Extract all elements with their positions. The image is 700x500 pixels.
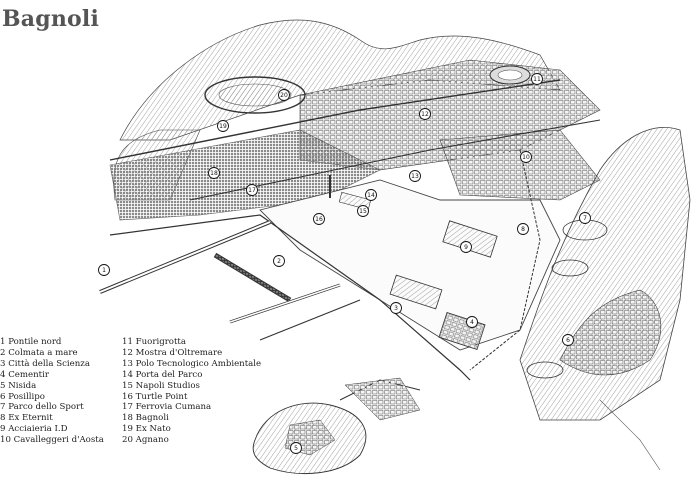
- svg-text:1: 1: [102, 267, 106, 274]
- svg-text:13: 13: [411, 173, 419, 180]
- svg-text:3: 3: [394, 305, 398, 312]
- legend-item: 5 Nisida: [0, 380, 37, 391]
- park-oval-3: [526, 361, 564, 379]
- coastline: [109, 214, 471, 381]
- racetrack: [204, 76, 306, 114]
- marker-19[interactable]: 19: [217, 120, 229, 132]
- legend-item: 18 Bagnoli: [122, 413, 169, 424]
- legend-item: 14 Porta del Parco: [122, 369, 203, 380]
- legend-item: 1 Pontile nord: [0, 337, 62, 347]
- legend-item: 7 Parco dello Sport: [0, 402, 84, 413]
- svg-text:7: 7: [583, 215, 587, 222]
- map-markers: 1 2 3 4 5 6 7 8 9 10 11 12 13 14 15 16 1…: [98, 73, 591, 454]
- svg-text:5: 5: [294, 445, 298, 452]
- legend-item: 15 Napoli Studios: [122, 380, 200, 391]
- park-oval-2: [551, 259, 589, 277]
- svg-text:17: 17: [248, 187, 256, 194]
- marker-9[interactable]: 9: [460, 241, 472, 253]
- main-road: [109, 79, 561, 161]
- legend-item: 19 Ex Nato: [122, 424, 171, 435]
- marker-13[interactable]: 13: [409, 170, 421, 182]
- svg-text:16: 16: [315, 216, 323, 223]
- svg-text:4: 4: [470, 319, 474, 326]
- svg-text:18: 18: [210, 170, 218, 177]
- legend-item: 12 Mostra d'Oltremare: [122, 347, 223, 358]
- svg-text:20: 20: [280, 92, 288, 99]
- svg-text:14: 14: [367, 192, 375, 199]
- legend-item: 13 Polo Tecnologico Ambientale: [122, 358, 262, 369]
- brownfield-park: [259, 179, 561, 351]
- marker-15[interactable]: 15: [357, 205, 369, 217]
- legend-column-1: 1 Pontile nord 2 Colmata a mare 3 Città …: [0, 337, 118, 446]
- marker-4[interactable]: 4: [466, 316, 478, 328]
- legend-item: 3 Città della Scienza: [0, 358, 90, 369]
- legend-item: 17 Ferrovia Cumana: [122, 402, 212, 413]
- marker-2[interactable]: 2: [273, 255, 285, 267]
- marker-20[interactable]: 20: [278, 89, 290, 101]
- svg-text:10: 10: [522, 154, 530, 161]
- svg-text:2: 2: [277, 258, 281, 265]
- marker-18[interactable]: 18: [208, 167, 220, 179]
- marker-8[interactable]: 8: [517, 223, 529, 235]
- svg-text:15: 15: [359, 208, 367, 215]
- legend-item: 9 Acciaieria I.D: [0, 424, 68, 435]
- marker-14[interactable]: 14: [365, 189, 377, 201]
- marker-16[interactable]: 16: [313, 213, 325, 225]
- legend-item: 10 Cavalleggeri d'Aosta: [0, 435, 104, 446]
- legend-column-2: 11 Fuorigrotta 12 Mostra d'Oltremare 13 …: [122, 337, 272, 446]
- legend-item: 4 Cementir: [0, 369, 49, 380]
- marker-12[interactable]: 12: [419, 108, 431, 120]
- svg-text:11: 11: [533, 76, 541, 83]
- railway: [469, 149, 541, 371]
- marker-3[interactable]: 3: [390, 302, 402, 314]
- marker-17[interactable]: 17: [246, 184, 258, 196]
- urban-cavalleggeri: [439, 129, 601, 201]
- marker-6[interactable]: 6: [562, 334, 574, 346]
- map-title: Bagnoli: [2, 6, 100, 32]
- legend-item: 20 Agnano: [122, 435, 169, 446]
- jetty-town: [259, 299, 361, 341]
- legend-item: 11 Fuorigrotta: [122, 337, 187, 347]
- svg-text:9: 9: [464, 244, 468, 251]
- marker-11[interactable]: 11: [531, 73, 543, 85]
- legend-item: 8 Ex Eternit: [0, 413, 53, 424]
- marker-10[interactable]: 10: [520, 151, 532, 163]
- svg-text:8: 8: [521, 226, 525, 233]
- marker-1[interactable]: 1: [98, 264, 110, 276]
- legend-item: 16 Turtle Point: [122, 391, 188, 402]
- industrial-hall-b: [389, 274, 443, 310]
- marker-5[interactable]: 5: [290, 442, 302, 454]
- svg-text:12: 12: [421, 111, 429, 118]
- svg-text:6: 6: [566, 337, 570, 344]
- svg-text:19: 19: [219, 123, 227, 130]
- legend-item: 6 Posillipo: [0, 391, 45, 402]
- legend-item: 2 Colmata a mare: [0, 347, 78, 358]
- marker-7[interactable]: 7: [579, 212, 591, 224]
